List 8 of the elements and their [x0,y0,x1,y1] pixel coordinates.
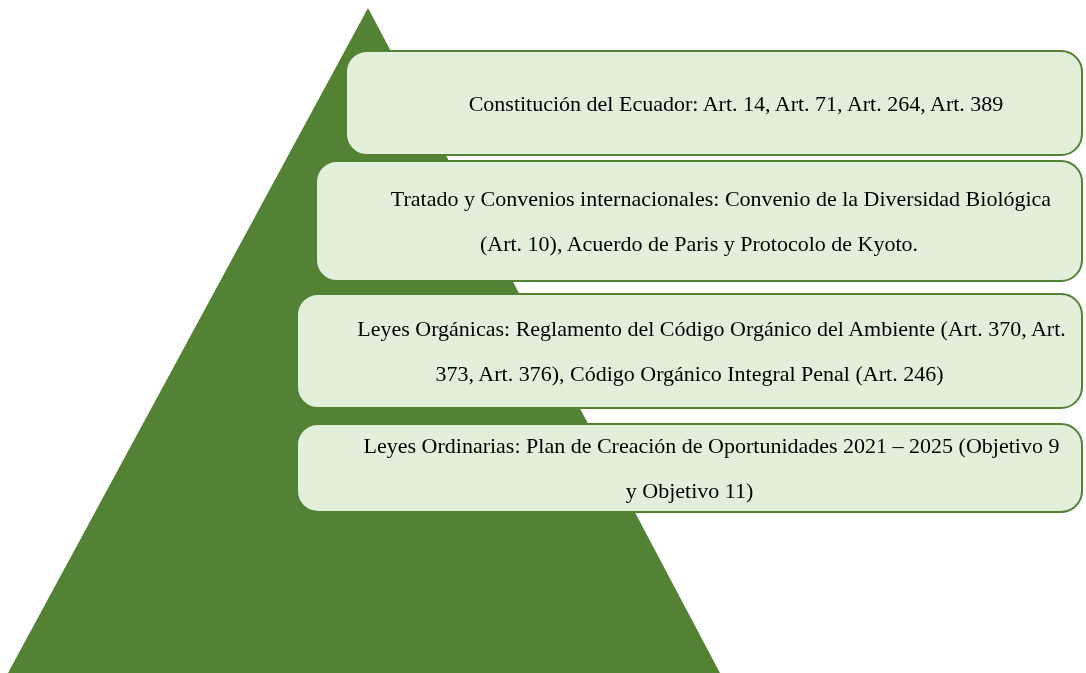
level-text: Tratado y Convenios internacionales: Convenio de la Diversidad Biológica (Art. 10), Acuerdo de Paris y Protocolo de Kyoto. [389,185,1053,258]
level-text: Constitución del Ecuador: Art. 14, Art. 71, Art. 264, Art. 389 [467,89,1004,118]
level-box [296,423,1083,513]
level-box [296,293,1083,409]
level-box [345,50,1083,156]
level-text: Leyes Ordinarias: Plan de Creación de Oportunidades 2021 – 2025 (Objetivo 9 y Objetivo 11) [362,432,1061,505]
level-box [315,160,1083,282]
level-text: Leyes Orgánicas: Reglamento del Código Orgánico del Ambiente (Art. 370, Art. 373, Art. 376), Código Orgánico Integral Penal (Art. 246) [356,315,1067,388]
